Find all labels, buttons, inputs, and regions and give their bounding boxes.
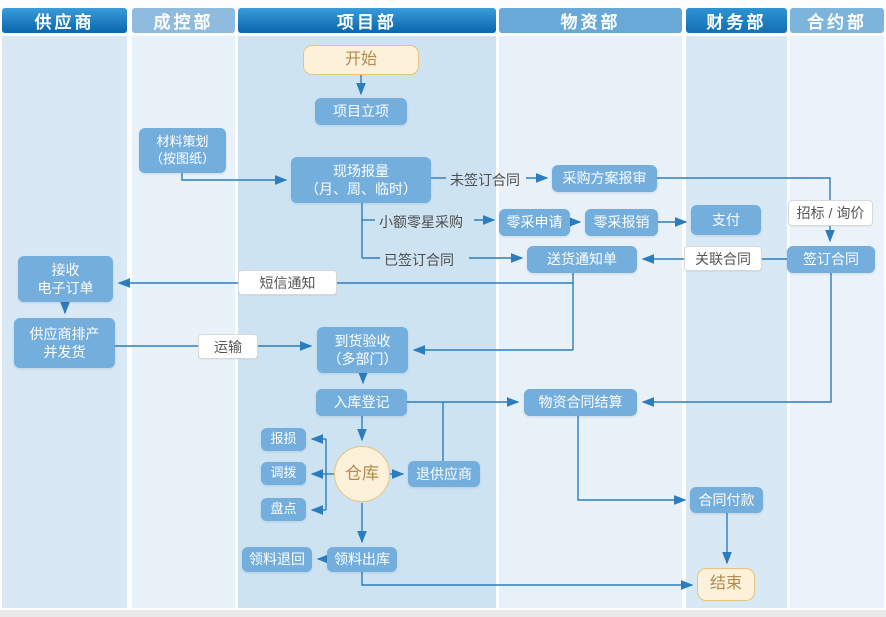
node-transfer: 调拨 [261,462,306,485]
node-receive-order-line1: 接收 [51,261,80,278]
node-arrival-inspection-line1: 到货验收 [334,332,391,349]
node-project-initiation: 项目立项 [315,98,407,125]
node-petty-purchase-apply: 零采申请 [499,209,570,236]
lane-header-supplier: 供应商 [2,8,127,33]
node-warehouse-entry: 入库登记 [316,389,407,416]
node-supplier-ship-line2: 并发货 [43,344,86,360]
lane-header-project: 项目部 [238,8,496,33]
bottom-edge-strip [0,610,886,617]
node-stocktake: 盘点 [261,498,306,521]
edge-label-sms-notice: 短信通知 [238,270,337,295]
node-requisition-out: 领料出库 [327,547,397,572]
node-settlement: 物资合同结算 [524,389,637,416]
edge-label-bidding-inquiry: 招标 / 询价 [788,200,873,226]
node-purchase-plan-approval: 采购方案报审 [552,165,657,192]
edge-label-related-contract: 关联合同 [684,246,762,271]
node-material-planning-line1: 材料策划 [156,133,209,149]
node-end: 结束 [697,568,755,601]
edge-label-signed-contract: 已签订合同 [384,252,454,268]
node-material-planning: 材料策划 （按图纸） [139,128,226,173]
node-supplier-ship: 供应商排产 并发货 [14,318,115,368]
node-requisition-return: 领料退回 [242,547,312,572]
node-material-planning-line2: （按图纸） [149,150,215,166]
node-return-supplier: 退供应商 [408,461,480,487]
node-arrival-inspection-line2: （多部门） [327,351,398,367]
node-site-reporting: 现场报量 （月、周、临时） [291,157,431,203]
node-warehouse: 仓库 [334,446,390,502]
lane-header-contracts: 合约部 [790,8,884,33]
node-damage: 报损 [261,428,306,451]
lane-body-materials [499,36,682,608]
lane-header-materials: 物资部 [499,8,682,33]
node-sign-contract: 签订合同 [787,246,875,273]
edge-label-petty-purchase: 小额零星采购 [379,214,463,230]
node-receive-order-line2: 电子订单 [37,280,94,296]
node-site-reporting-line1: 现场报量 [333,162,389,179]
lane-body-contracts [790,36,884,608]
node-delivery-notice: 送货通知单 [527,246,637,273]
node-petty-purchase-reimburse: 零采报销 [585,209,658,236]
node-contract-payment: 合同付款 [690,487,763,513]
node-arrival-inspection: 到货验收 （多部门） [317,327,408,373]
lane-header-finance: 财务部 [686,8,787,33]
node-start: 开始 [303,45,419,75]
lane-header-costcontrol: 成控部 [132,8,235,33]
node-supplier-ship-line1: 供应商排产 [29,325,100,342]
node-payment: 支付 [691,205,761,235]
node-receive-order: 接收 电子订单 [18,256,113,302]
node-site-reporting-line2: （月、周、临时） [305,181,417,197]
edge-label-transport: 运输 [198,334,258,359]
edge-label-unsigned-contract: 未签订合同 [450,172,520,188]
